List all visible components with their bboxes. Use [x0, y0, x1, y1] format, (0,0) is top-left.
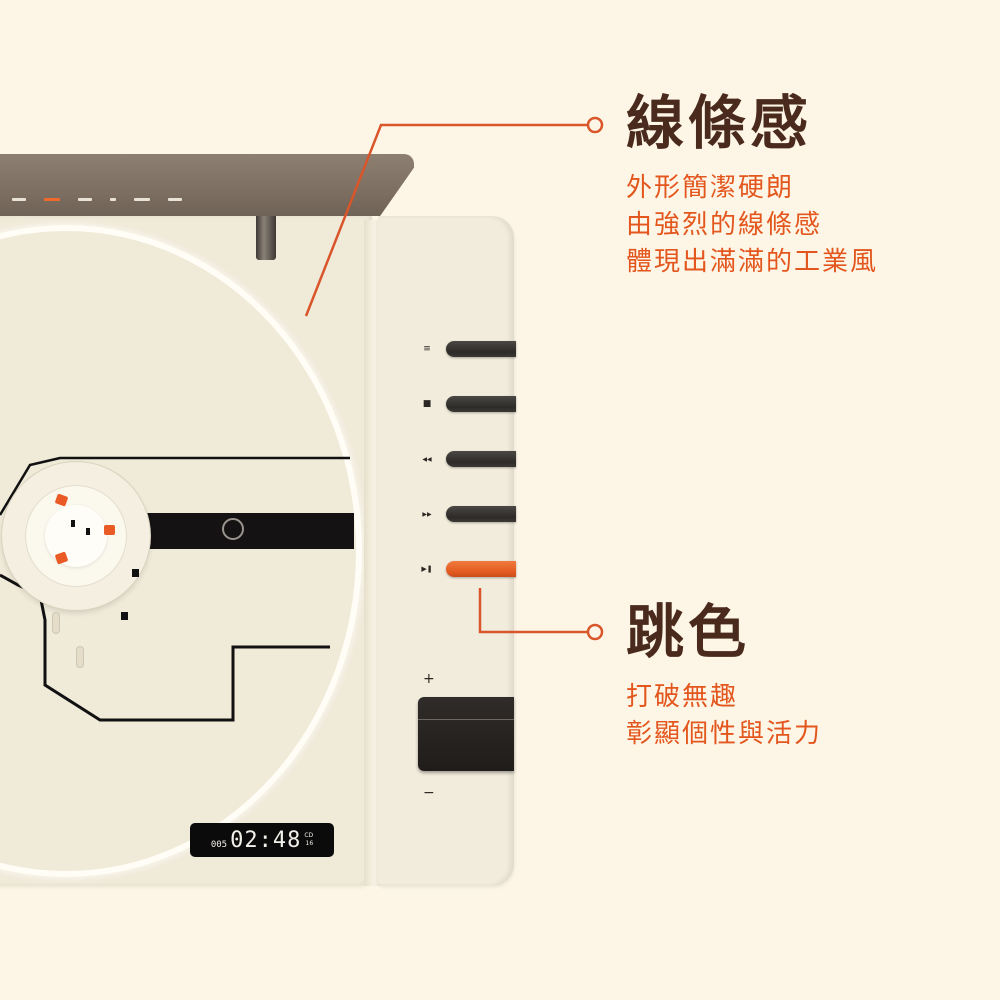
description-line: 體現出滿滿的工業風: [626, 247, 879, 277]
description-line: 打破無趣: [626, 682, 739, 712]
volume-minus-label: −: [423, 785, 435, 801]
button-key[interactable]: [446, 506, 516, 522]
feature-description: 打破無趣 彰顯個性與活力: [626, 679, 822, 753]
stop-icon: ■: [422, 399, 432, 409]
disc-clip: [104, 525, 115, 535]
button-key[interactable]: [446, 396, 516, 412]
feature-block-color: 跳色 打破無趣 彰顯個性與活力: [626, 603, 822, 753]
volume-level: 16: [305, 840, 314, 847]
feature-title: 跳色: [626, 598, 751, 666]
spindle-hub[interactable]: [45, 505, 107, 567]
next-button[interactable]: ▶▶: [420, 506, 516, 522]
lid-label: [78, 198, 92, 201]
lid-label: [134, 198, 150, 201]
marker-square: [132, 569, 139, 577]
lid[interactable]: [0, 154, 414, 216]
hub-hole: [86, 528, 90, 535]
screw-slot: [76, 646, 84, 668]
button-key[interactable]: [446, 341, 516, 357]
button-key[interactable]: [446, 451, 516, 467]
play-pause-button[interactable]: ▶❚: [420, 561, 516, 577]
next-icon: ▶▶: [422, 510, 432, 518]
laser-lens: [222, 518, 244, 540]
play-pause-icon: ▶❚: [421, 565, 433, 573]
hub-hole: [71, 520, 75, 527]
menu-button[interactable]: ≡: [420, 341, 516, 357]
screw-slot: [52, 612, 60, 634]
marker-square: [121, 612, 128, 620]
lid-label: [12, 198, 26, 201]
lid-label: [110, 198, 116, 201]
callout-dot-1: [586, 116, 604, 134]
feature-description: 外形簡潔硬朗 由強烈的線條感 體現出滿滿的工業風: [626, 170, 878, 281]
lcd-display: 005 02:48 CD 16: [190, 823, 334, 857]
previous-icon: ◀◀: [422, 455, 432, 463]
lid-hinge: [256, 216, 276, 260]
disc-type: CD: [304, 832, 314, 839]
lid-label: [168, 198, 182, 201]
feature-block-lines: 線條感 外形簡潔硬朗 由強烈的線條感 體現出滿滿的工業風: [626, 94, 878, 281]
callout-dot-2: [586, 623, 604, 641]
lid-labels: [12, 198, 182, 201]
track-number: 005: [210, 840, 228, 850]
previous-button[interactable]: ◀◀: [420, 451, 516, 467]
stop-button[interactable]: ■: [420, 396, 516, 412]
lid-label-active: [44, 198, 60, 201]
description-line: 由強烈的線條感: [626, 210, 823, 240]
description-line: 彰顯個性與活力: [626, 719, 823, 749]
button-key-accent[interactable]: [446, 561, 516, 577]
volume-plus-label: +: [423, 671, 435, 687]
play-time: 02:48: [230, 827, 302, 853]
display-meta: CD 16: [304, 832, 313, 848]
volume-rocker[interactable]: [418, 697, 514, 771]
control-panel: [378, 216, 514, 886]
menu-icon: ≡: [423, 344, 431, 354]
description-line: 外形簡潔硬朗: [626, 173, 795, 203]
feature-title: 線條感: [626, 89, 813, 157]
laser-track: [140, 513, 354, 549]
